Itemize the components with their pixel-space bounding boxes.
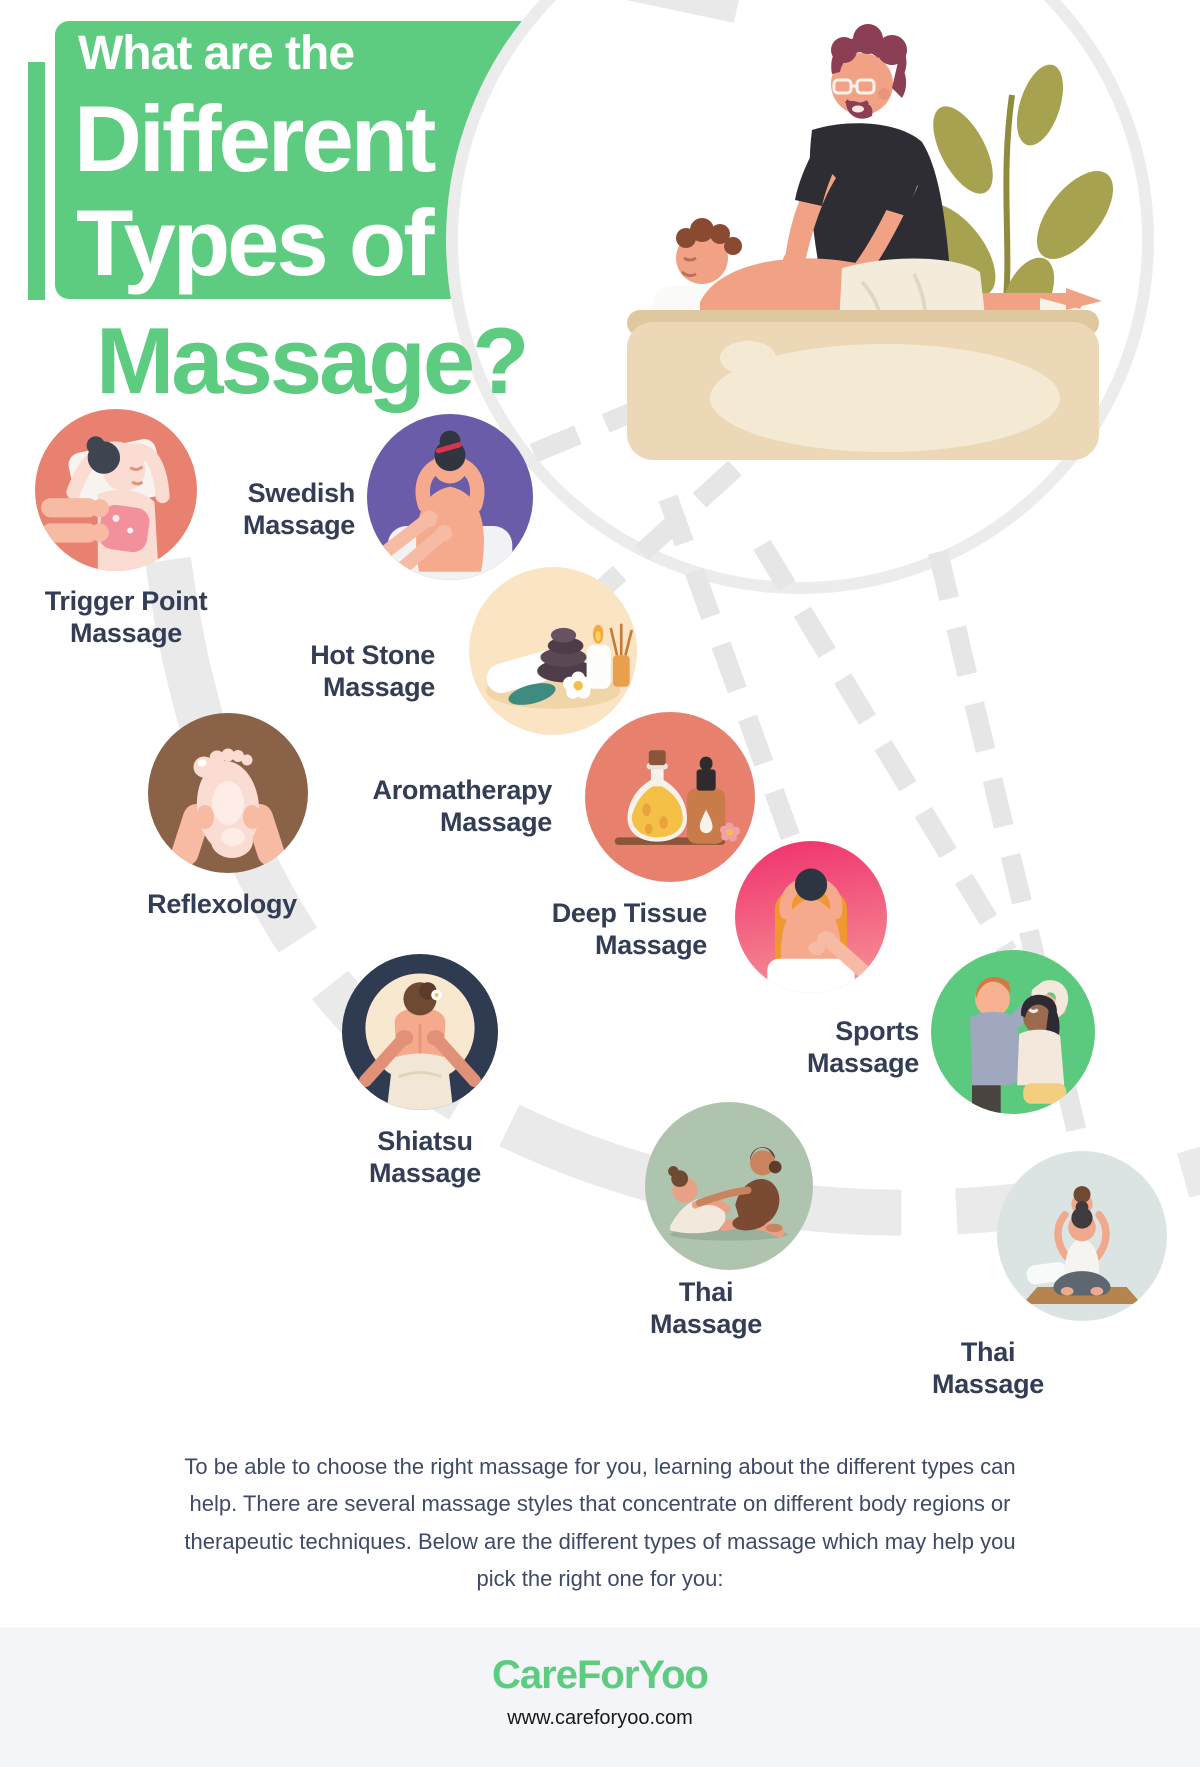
title-line-2: Different — [74, 86, 436, 191]
shiatsu-massage-icon — [359, 973, 481, 1110]
aromatherapy-massage-label: Aromatherapy Massage — [372, 775, 553, 837]
sports-massage-label: Sports Massage — [807, 1016, 919, 1078]
deep-tissue-massage-icon — [767, 868, 887, 993]
shiatsu-massage-circle — [342, 954, 498, 1110]
thai-massage-seated-icon — [1022, 1186, 1142, 1304]
reflexology-circle — [148, 713, 308, 873]
sports-massage-circle — [931, 950, 1095, 1114]
top-stripe — [591, 0, 739, 23]
swedish-massage-circle — [367, 414, 533, 580]
title-line-4: Massage? — [96, 308, 530, 413]
reflexology-icon — [171, 748, 285, 867]
aromatherapy-massage-circle — [585, 712, 755, 882]
title-line-1: What are the — [78, 27, 355, 80]
sports-massage-icon — [969, 977, 1069, 1114]
swedish-massage-label: Swedish Massage — [243, 478, 355, 540]
deep-tissue-massage-label: Deep Tissue Massage — [551, 898, 708, 960]
thai-massage-circle-floor — [645, 1102, 813, 1270]
flower — [562, 671, 594, 699]
brand-logo-text: CareForYoo — [492, 1653, 709, 1697]
massage-table-illustration — [627, 310, 1099, 460]
reflexology-label: Reflexology — [147, 889, 297, 919]
title-accent-bar — [28, 62, 45, 300]
deep-tissue-massage-circle — [735, 841, 887, 993]
aromatherapy-massage-icon — [614, 750, 741, 845]
thai-massage-circle-seated — [997, 1151, 1167, 1321]
swedish-massage-icon — [374, 430, 513, 580]
thai-massage-seated-label: Thai Massage — [932, 1337, 1044, 1399]
title-line-3: Types of — [76, 190, 435, 295]
thai-massage-floor-icon — [668, 1147, 788, 1241]
shiatsu-massage-label: Shiatsu Massage — [369, 1126, 481, 1188]
thai-massage-floor-label: Thai Massage — [650, 1277, 762, 1339]
hero-illustration — [627, 24, 1114, 460]
trigger-point-massage-icon — [41, 436, 170, 571]
footer: CareForYoo www.careforyoo.com — [0, 1627, 1200, 1767]
hot-stone-massage-circle — [469, 567, 637, 735]
hot-stone-massage-icon — [485, 623, 634, 709]
trigger-point-massage-circle — [35, 409, 197, 571]
intro-paragraph: To be able to choose the right massage f… — [184, 1454, 1016, 1592]
hot-stone-massage-label: Hot Stone Massage — [310, 640, 435, 702]
masseur-figure — [783, 24, 950, 279]
small-flower — [719, 822, 741, 842]
trigger-point-massage-label: Trigger Point Massage — [44, 586, 208, 648]
website-url: www.careforyoo.com — [507, 1707, 693, 1729]
